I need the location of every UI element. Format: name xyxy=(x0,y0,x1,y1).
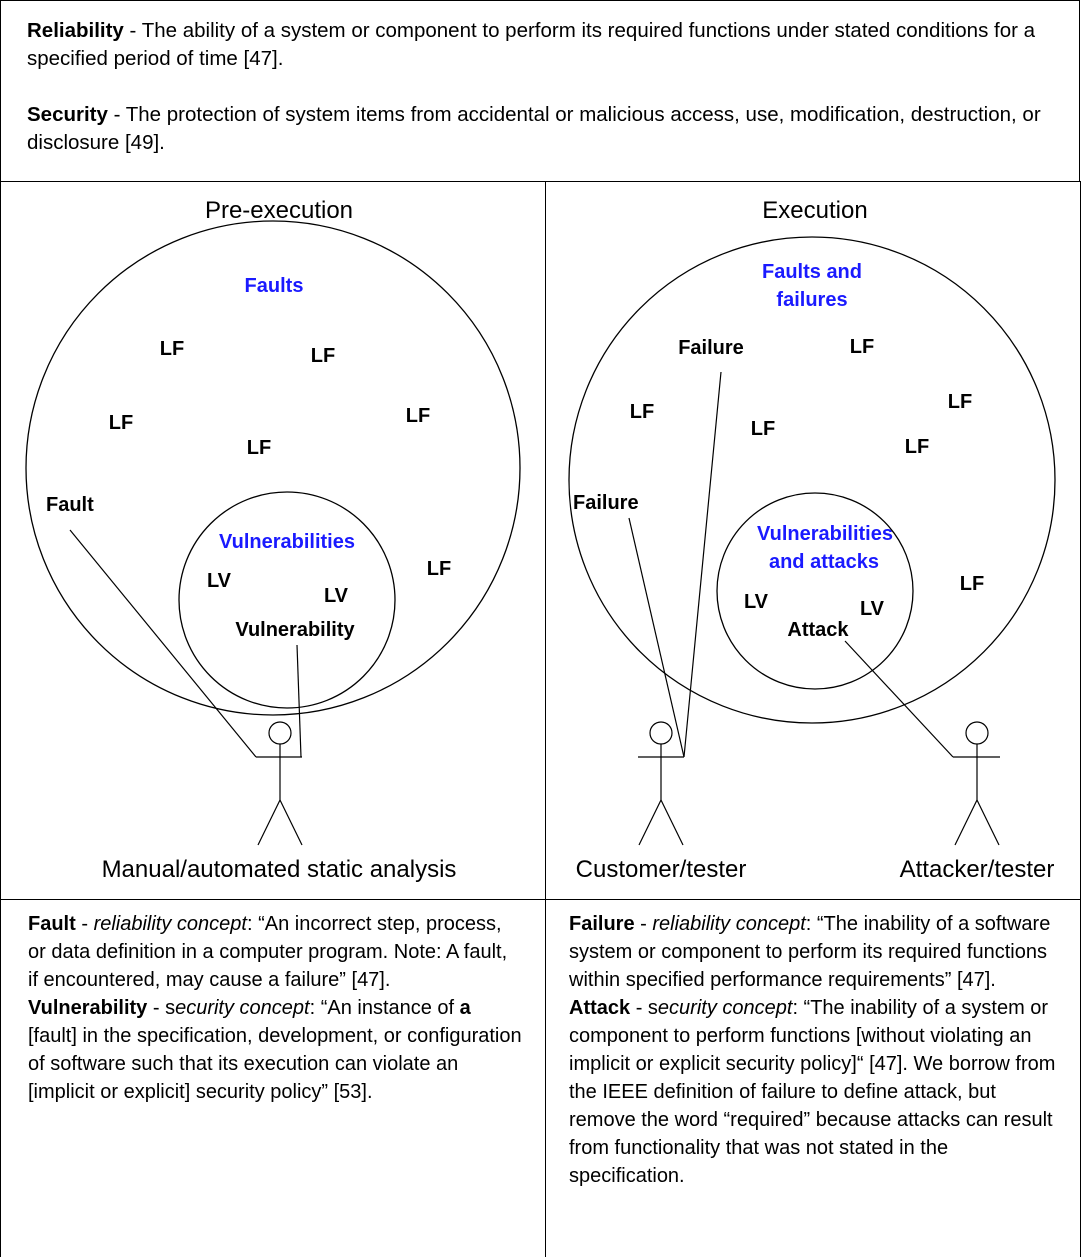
execution-heading: Execution xyxy=(762,197,867,224)
vulnerabilities-title: Vulnerabilities xyxy=(219,531,355,553)
lf-label: LF xyxy=(427,558,451,580)
attacker-caption: Attacker/tester xyxy=(900,856,1055,883)
vulnerability-text: : “An instance of xyxy=(309,997,460,1019)
vulnerability-text-bold: a xyxy=(459,997,471,1019)
security-definition: Security - The protection of system item… xyxy=(27,101,1057,157)
lf-label: LF xyxy=(850,336,874,358)
vulnerabilities-attacks-title: Vulnerabilities xyxy=(757,523,893,545)
faults-failures-title: failures xyxy=(776,289,847,311)
attacker-actor-icon xyxy=(953,721,1000,846)
failure-label: Failure xyxy=(573,492,639,514)
fault-definition: Fault - reliability concept: “An incorre… xyxy=(28,910,522,994)
lf-label: LF xyxy=(311,345,335,367)
lf-label: LF xyxy=(247,437,271,459)
fault-label: Fault xyxy=(46,494,94,516)
attack-definition: Attack - security concept: “The inabilit… xyxy=(569,994,1065,1190)
static-analysis-caption: Manual/automated static analysis xyxy=(102,856,457,883)
lf-label: LF xyxy=(630,401,654,423)
failure-term: Failure xyxy=(569,913,635,935)
separator: - s xyxy=(147,997,176,1019)
static-analysis-actor-icon xyxy=(256,721,303,846)
definitions-text: Reliability - The ability of a system or… xyxy=(27,17,1057,157)
lf-label: LF xyxy=(109,412,133,434)
lv-label: LV xyxy=(324,585,349,607)
reliability-term: Reliability xyxy=(27,19,124,42)
pre-execution-heading: Pre-execution xyxy=(205,197,353,224)
attack-concept: ecurity concept xyxy=(657,997,793,1019)
lf-label: LF xyxy=(905,436,929,458)
failure-attack-definitions: Failure - reliability concept: “The inab… xyxy=(569,910,1065,1190)
lv-label: LV xyxy=(860,598,885,620)
failure-label: Failure xyxy=(678,337,744,359)
security-term: Security xyxy=(27,103,108,126)
vulnerability-term: Vulnerability xyxy=(28,997,148,1019)
vulnerabilities-circle xyxy=(178,491,396,709)
customer-actor-icon xyxy=(638,721,684,846)
definitions-box: Reliability - The ability of a system or… xyxy=(0,0,1080,182)
lf-label: LF xyxy=(948,391,972,413)
vulnerability-definition: Vulnerability - security concept: “An in… xyxy=(28,994,522,1106)
faults-failures-title: Faults and xyxy=(762,261,862,283)
attack-label: Attack xyxy=(787,619,849,641)
vulnerability-text: [fault] in the specification, developmen… xyxy=(28,1025,522,1103)
failure-concept: reliability concept xyxy=(652,913,806,935)
separator: - s xyxy=(630,997,658,1019)
reliability-text: - The ability of a system or component t… xyxy=(27,19,1036,70)
customer-caption: Customer/tester xyxy=(576,856,747,883)
vulnerability-label: Vulnerability xyxy=(235,619,355,641)
attack-term: Attack xyxy=(569,997,631,1019)
lv-label: LV xyxy=(207,570,232,592)
failure-definition: Failure - reliability concept: “The inab… xyxy=(569,910,1065,994)
fault-vulnerability-definitions: Fault - reliability concept: “An incorre… xyxy=(28,910,522,1106)
attack-text: : “The inability of a system or componen… xyxy=(569,997,1056,1187)
failure-pointer xyxy=(628,517,685,758)
lf-label: LF xyxy=(960,573,984,595)
fault-concept: reliability concept xyxy=(93,913,247,935)
lf-label: LF xyxy=(160,338,184,360)
faults-title: Faults xyxy=(245,275,304,297)
fault-pointer xyxy=(69,529,257,758)
vulnerability-pointer xyxy=(296,644,302,758)
fault-term: Fault xyxy=(28,913,76,935)
vulnerabilities-attacks-circle xyxy=(716,492,914,690)
security-text: - The protection of system items from ac… xyxy=(27,103,1041,154)
lf-label: LF xyxy=(406,405,430,427)
separator: - xyxy=(634,913,653,935)
fault-text: : “An incorrect step, process, or data d… xyxy=(28,913,508,991)
separator: - xyxy=(75,913,94,935)
faults-failures-circle xyxy=(568,236,1056,724)
attack-pointer xyxy=(844,640,954,758)
failure-text: : “The inability of a software system or… xyxy=(569,913,1051,991)
vulnerability-concept: ecurity concept xyxy=(175,997,310,1019)
lf-label: LF xyxy=(751,418,775,440)
faults-circle xyxy=(25,220,521,716)
failure-pointer xyxy=(683,371,722,758)
vulnerabilities-attacks-title: and attacks xyxy=(769,551,879,573)
reliability-definition: Reliability - The ability of a system or… xyxy=(27,17,1057,73)
lv-label: LV xyxy=(744,591,769,613)
